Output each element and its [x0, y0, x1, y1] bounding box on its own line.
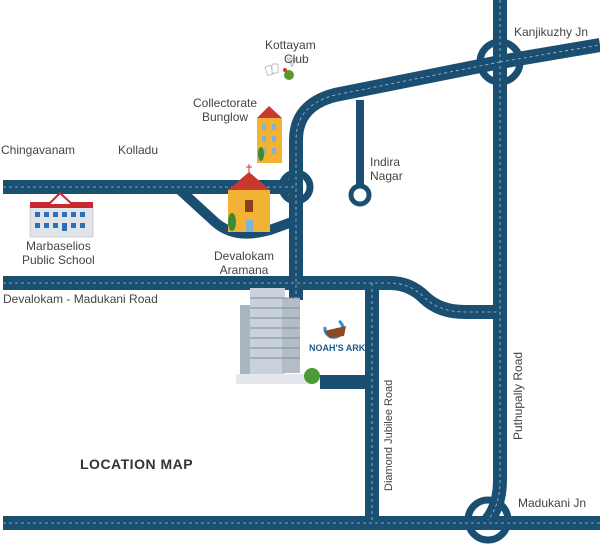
- noahs-ark-building: [236, 288, 320, 384]
- project-name: NOAH'S ARK: [309, 343, 366, 353]
- madukani-roundabout: [464, 496, 512, 544]
- place-madukani-jn: Madukani Jn: [518, 496, 587, 510]
- road-label-diamond-jubilee: Diamond Jubilee Road: [383, 379, 395, 491]
- label-line: Club: [284, 52, 309, 66]
- school-icon: [29, 191, 94, 238]
- label-line: Kottayam: [265, 38, 316, 52]
- label-line: Marbaselios: [26, 239, 91, 253]
- label-line: Indira: [370, 155, 401, 169]
- road-label-puthupally: Puthupally Road: [511, 351, 525, 440]
- place-kolladu: Kolladu: [118, 143, 159, 157]
- label-line: Public School: [22, 253, 95, 267]
- label-line: Aramana: [219, 263, 269, 277]
- place-kanjikuzhy-jn: Kanjikuzhy Jn: [514, 25, 589, 39]
- place-chingavanam: Chingavanam: [1, 143, 76, 157]
- label-line: Nagar: [370, 169, 403, 183]
- label-line: Devalokam: [214, 249, 275, 263]
- ark-logo-icon: [323, 319, 346, 339]
- road-label-devalokam-madukani: Devalokam - Madukani Road: [3, 292, 158, 306]
- indira-nagar-cul-de-sac: [348, 183, 372, 207]
- label-line: Collectorate: [193, 96, 258, 110]
- bungalow-icon: [257, 106, 282, 163]
- label-line: Bunglow: [202, 110, 249, 124]
- church-icon: [228, 164, 270, 232]
- club-icon: [264, 57, 298, 80]
- map-title: LOCATION MAP: [80, 456, 194, 472]
